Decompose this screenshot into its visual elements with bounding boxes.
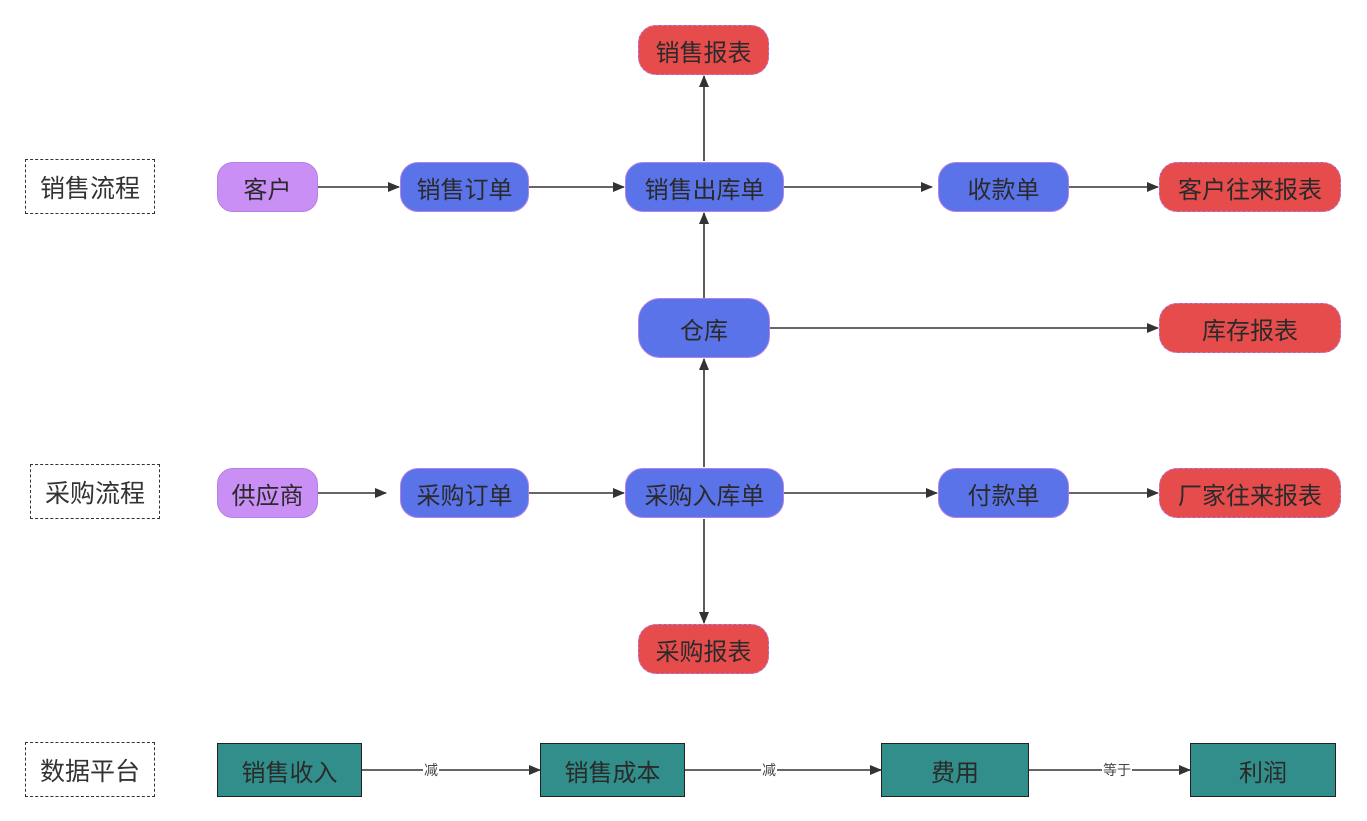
- node-purchase-order[interactable]: 采购订单: [400, 468, 529, 518]
- node-receipt[interactable]: 收款单: [938, 162, 1069, 212]
- node-sales-outbound[interactable]: 销售出库单: [625, 162, 784, 212]
- node-warehouse[interactable]: 仓库: [638, 298, 770, 358]
- lane-label-purchase: 采购流程: [30, 464, 160, 519]
- edge-label-minus-1: 减: [423, 760, 439, 780]
- node-sales-order[interactable]: 销售订单: [400, 162, 529, 212]
- node-profit[interactable]: 利润: [1190, 743, 1336, 797]
- node-purchase-inbound[interactable]: 采购入库单: [625, 468, 784, 518]
- edge-label-minus-2: 减: [761, 760, 777, 780]
- node-expenses[interactable]: 费用: [881, 743, 1029, 797]
- edge-label-equals: 等于: [1102, 760, 1132, 780]
- node-sales-revenue[interactable]: 销售收入: [217, 743, 362, 797]
- node-sales-report[interactable]: 销售报表: [638, 25, 769, 75]
- lane-label-data-platform: 数据平台: [25, 742, 155, 797]
- node-customer-report[interactable]: 客户往来报表: [1159, 162, 1341, 212]
- node-supplier[interactable]: 供应商: [217, 468, 318, 518]
- node-vendor-report[interactable]: 厂家往来报表: [1159, 468, 1341, 518]
- lane-label-sales: 销售流程: [25, 159, 155, 214]
- node-payment[interactable]: 付款单: [938, 468, 1069, 518]
- node-purchase-report[interactable]: 采购报表: [638, 624, 769, 674]
- node-inventory-report[interactable]: 库存报表: [1159, 303, 1341, 353]
- node-sales-cost[interactable]: 销售成本: [540, 743, 685, 797]
- node-customer[interactable]: 客户: [217, 162, 318, 212]
